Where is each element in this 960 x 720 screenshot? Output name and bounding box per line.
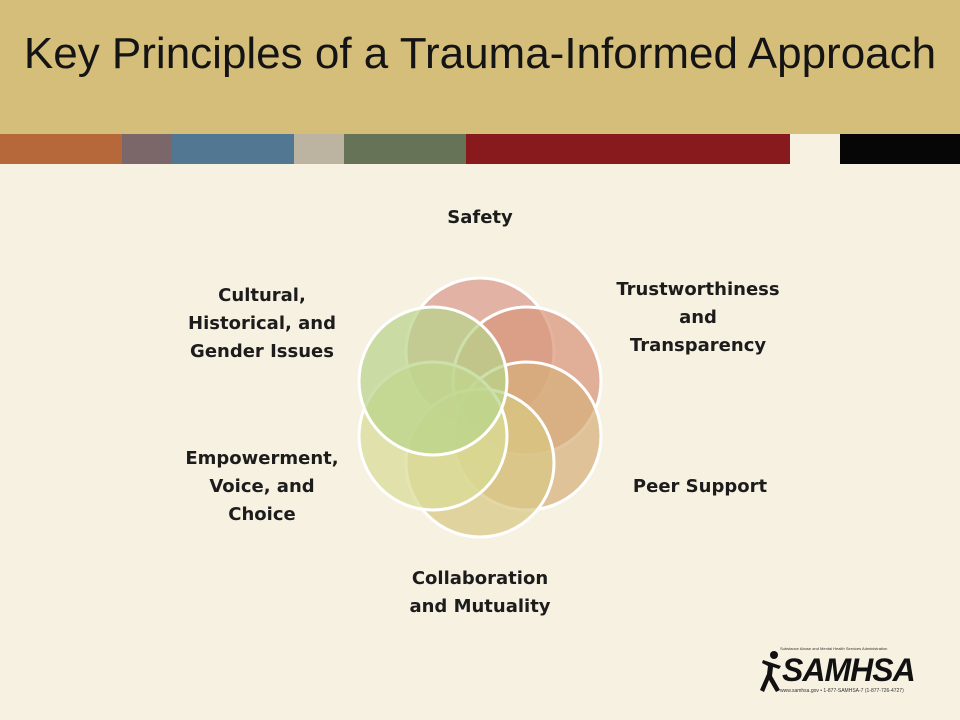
title-band [0, 0, 960, 134]
slide-title: Key Principles of a Trauma-Informed Appr… [23, 29, 937, 78]
label-peer-support: Peer Support [632, 476, 768, 497]
samhsa-logo: Substance Abuse and Mental Health Servic… [760, 646, 920, 698]
label-safety: Safety [447, 207, 513, 228]
stripe-mauve [122, 134, 172, 164]
label-cultural: Cultural, Historical, and Gender Issues [188, 285, 336, 362]
stripe-cream [790, 134, 840, 164]
person-figure-icon [760, 651, 781, 692]
circle-cultural [357, 305, 509, 457]
stripe-black [840, 134, 960, 164]
label-empowerment: Empowerment, Voice, and Choice [185, 448, 339, 525]
stripe-beige [294, 134, 344, 164]
logo-wordmark: SAMHSA [782, 652, 916, 688]
label-collaboration: Collaboration and Mutuality [409, 568, 551, 617]
stripe-green [344, 134, 466, 164]
stripe-red [466, 134, 790, 164]
color-stripe-bar [0, 134, 960, 164]
logo-contact: www.samhsa.gov • 1-877-SAMHSA-7 (1-877-7… [780, 688, 904, 694]
logo-tagline: Substance Abuse and Mental Health Servic… [780, 646, 888, 651]
stripe-orange [0, 134, 122, 164]
stripe-blue [172, 134, 294, 164]
label-trustworthiness: Trustworthiness and Transparency [616, 279, 780, 356]
